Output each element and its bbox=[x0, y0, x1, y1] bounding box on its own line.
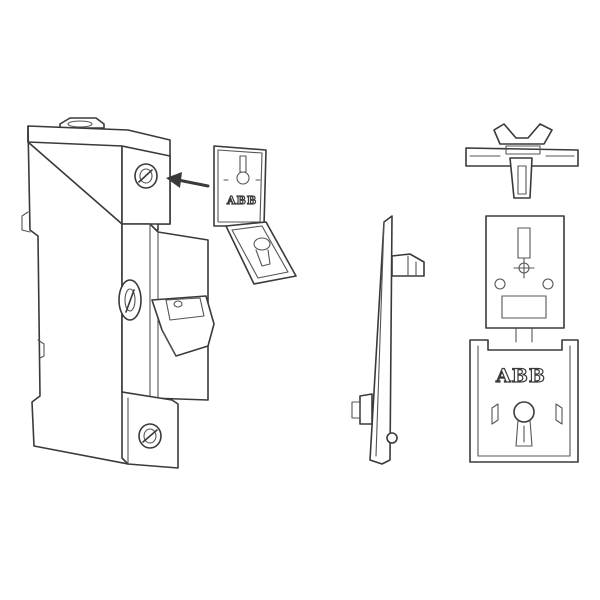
label-accessory-perspective: ABB bbox=[213, 145, 297, 285]
accessory-side-view bbox=[351, 215, 425, 465]
toggle-handle bbox=[151, 295, 215, 357]
screw-terminal-icon bbox=[118, 279, 142, 321]
accessory-front-view: ABB bbox=[469, 215, 579, 463]
arrow-icon bbox=[166, 172, 210, 188]
accessory-top-view bbox=[465, 123, 579, 199]
screw-terminal-icon bbox=[138, 423, 162, 449]
screw-terminal-icon bbox=[134, 163, 158, 189]
circuit-breaker bbox=[21, 117, 215, 469]
abb-logo: ABB bbox=[226, 194, 257, 207]
abb-logo: ABB bbox=[495, 365, 546, 387]
